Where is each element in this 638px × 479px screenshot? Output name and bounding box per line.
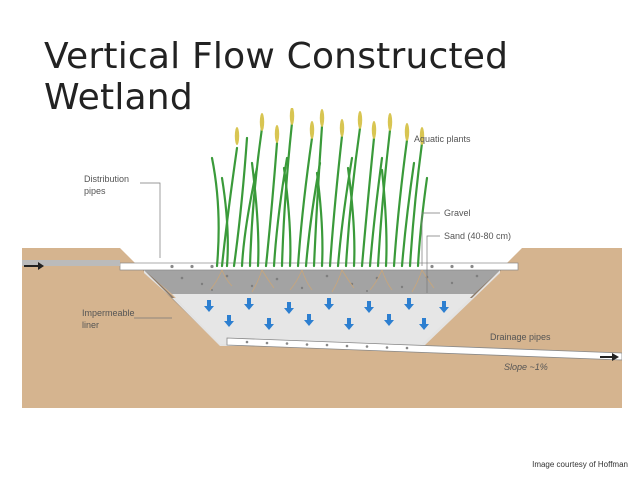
plant-roots <box>209 269 435 293</box>
outlet-arrow <box>600 353 619 361</box>
inlet-arrow <box>24 262 44 270</box>
label-distribution-pipes-line-1: Distribution <box>84 174 129 184</box>
label-aquatic-plants: Aquatic plants <box>414 134 471 144</box>
label-gravel: Gravel <box>444 208 471 218</box>
wetland-diagram: Aquatic plants Distribution pipes Gravel… <box>22 108 622 408</box>
label-slope: Slope ~1% <box>504 362 548 372</box>
flow-arrows <box>204 298 449 330</box>
distribution-pipe-holes <box>170 264 474 269</box>
gravel-layer <box>144 270 500 294</box>
label-impermeable-liner-line-1: Impermeable <box>82 308 135 318</box>
distribution-pipe-row <box>119 262 519 271</box>
label-sand: Sand (40-80 cm) <box>444 231 511 241</box>
leader-lines <box>134 182 440 319</box>
image-credit: Image courtesy of Hoffman <box>532 460 628 469</box>
gravel-texture <box>180 274 479 292</box>
label-drainage-pipes: Drainage pipes <box>490 332 551 342</box>
drainage-pipe <box>226 337 622 361</box>
label-distribution-pipes-line-2: pipes <box>84 186 106 196</box>
sand-fill <box>172 294 474 344</box>
slide-title: Vertical Flow Constructed Wetland <box>44 36 509 118</box>
drainage-pipe-holes <box>245 340 409 350</box>
label-impermeable-liner-line-2: liner <box>82 320 99 330</box>
reed-seed-heads <box>234 108 425 145</box>
aquatic-plants <box>210 121 429 268</box>
